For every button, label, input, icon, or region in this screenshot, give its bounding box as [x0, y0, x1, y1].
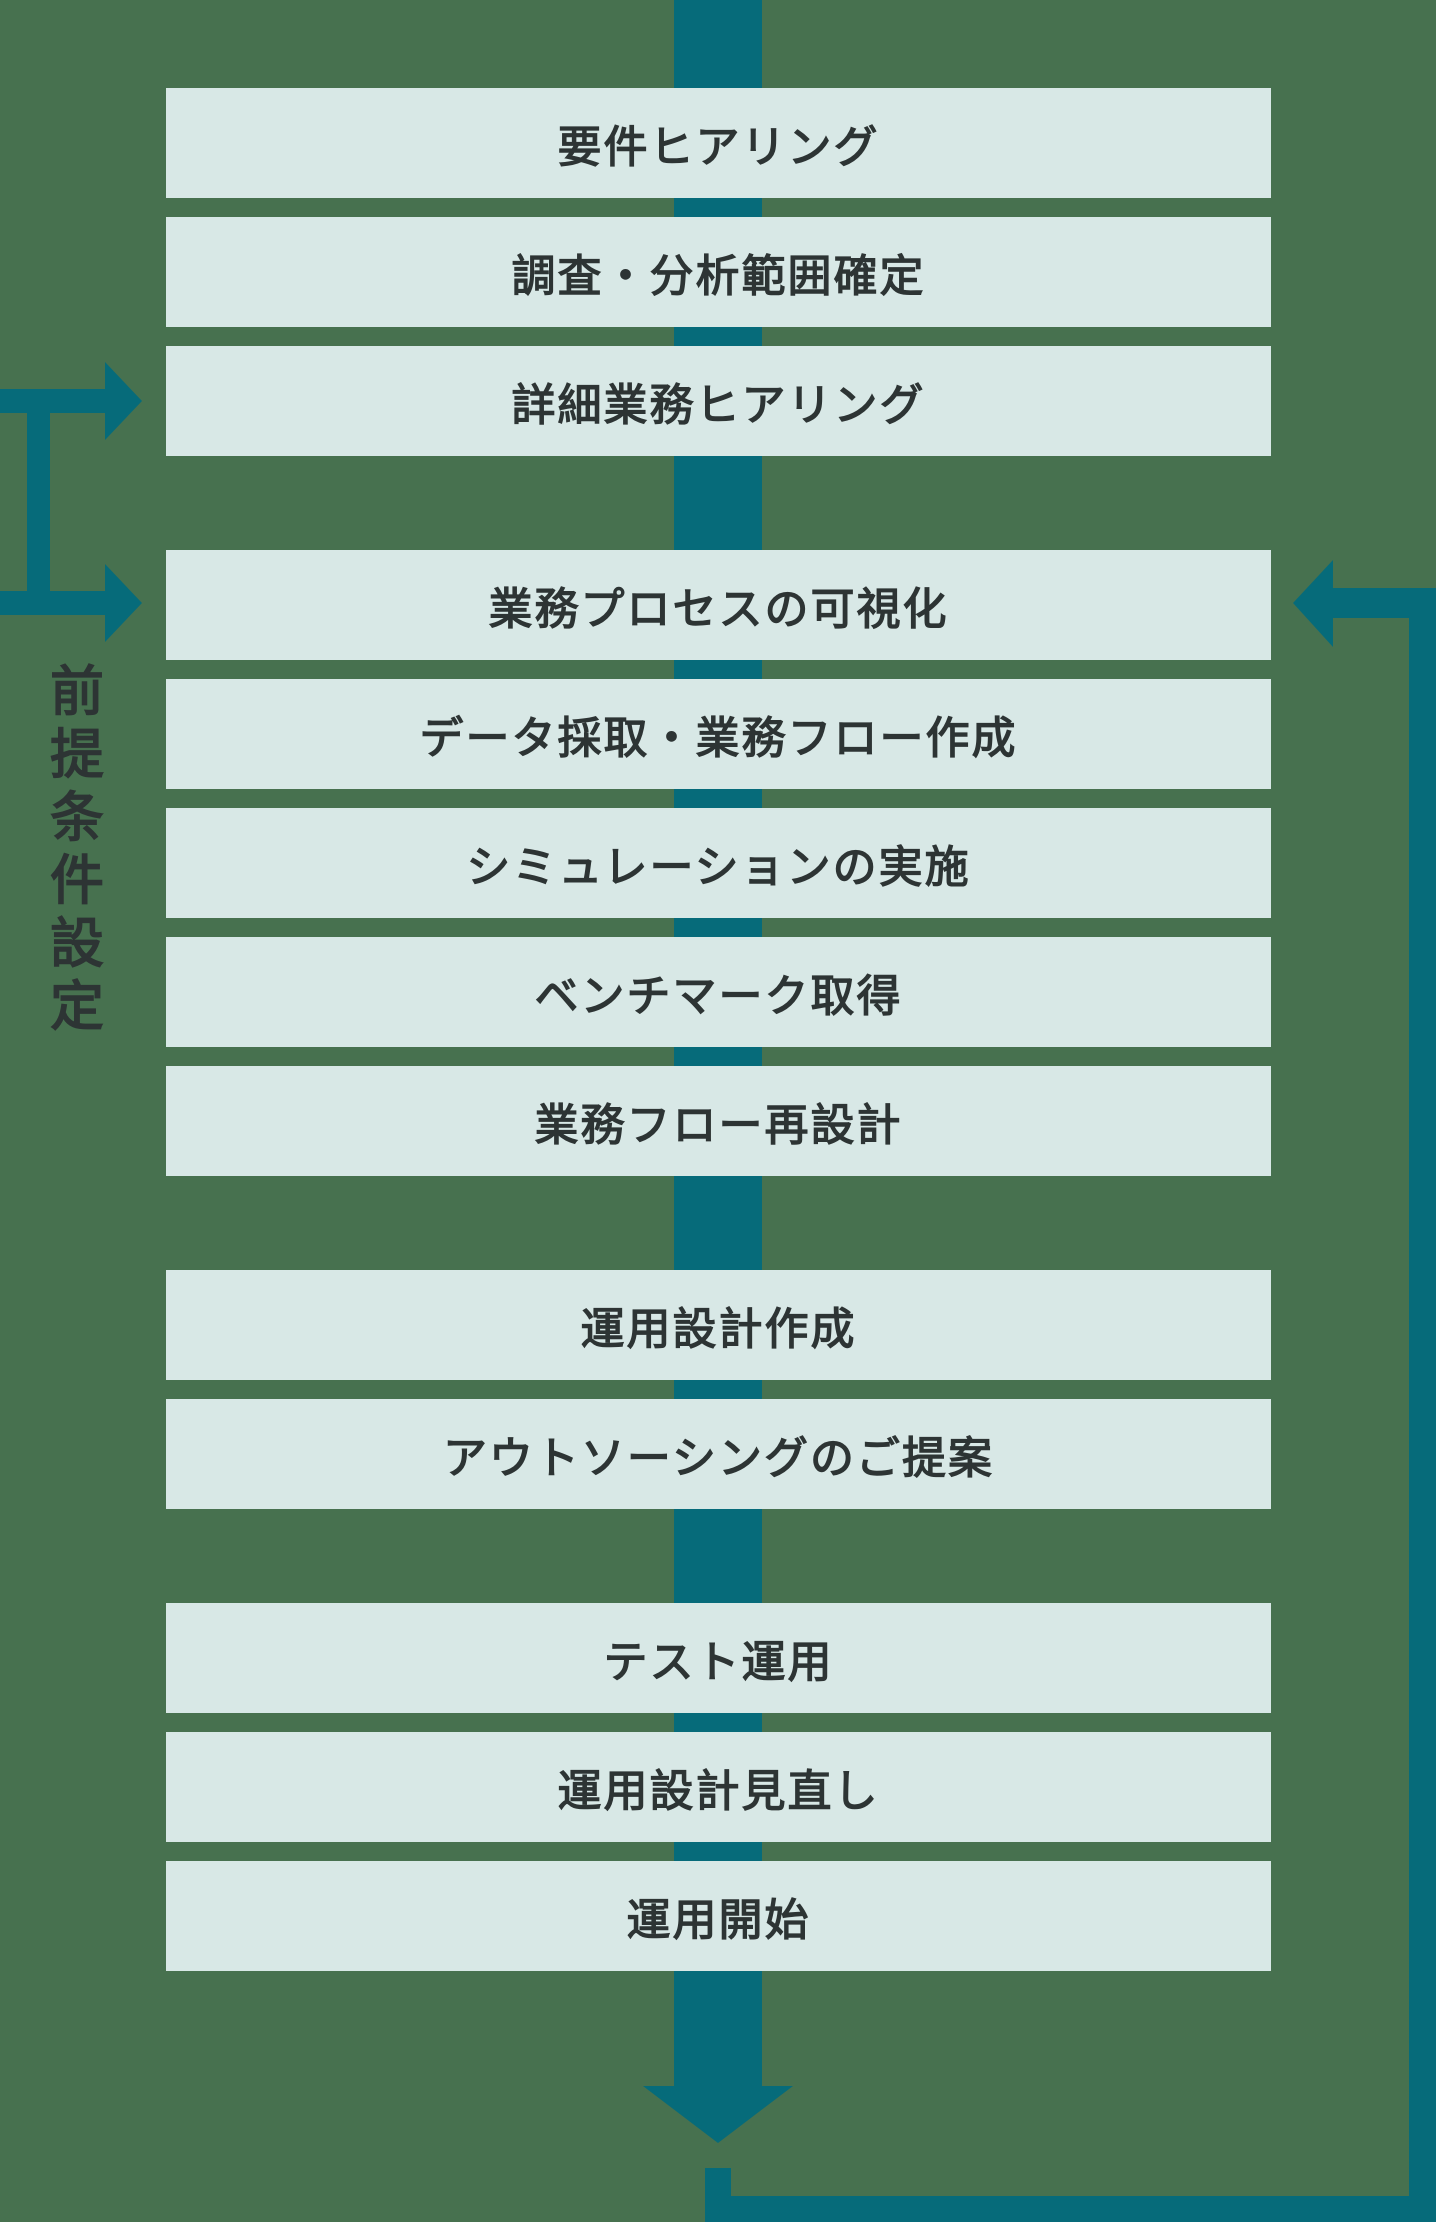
flow-box: 運用設計作成: [166, 1270, 1271, 1380]
feedback-loop-arrow-shaft: [1333, 588, 1436, 618]
feedback-loop-right-segment: [1409, 588, 1436, 2222]
flow-box: 業務プロセスの可視化: [166, 550, 1271, 660]
side-label-char: 件: [50, 851, 104, 911]
precondition-bracket-vertical: [27, 412, 50, 591]
precondition-arrow-bottom-shaft: [0, 591, 105, 615]
precondition-bottom-arrowhead-icon: [105, 564, 142, 642]
flow-box: 調査・分析範囲確定: [166, 217, 1271, 327]
flow-box: 運用設計見直し: [166, 1732, 1271, 1842]
flow-box: ベンチマーク取得: [166, 937, 1271, 1047]
side-label-char: 定: [50, 977, 104, 1037]
down-arrowhead-icon: [643, 2086, 793, 2143]
flow-box: アウトソーシングのご提案: [166, 1399, 1271, 1509]
side-label-char: 設: [50, 914, 104, 974]
side-label-char: 前: [50, 662, 104, 722]
flow-box: データ採取・業務フロー作成: [166, 679, 1271, 789]
side-label-precondition: 前提条件設定: [44, 661, 110, 1039]
feedback-loop-bottom-segment: [705, 2196, 1436, 2222]
side-label-char: 条: [50, 788, 104, 848]
flow-box: 要件ヒアリング: [166, 88, 1271, 198]
flow-box: テスト運用: [166, 1603, 1271, 1713]
flow-box: 業務フロー再設計: [166, 1066, 1271, 1176]
flow-box: 運用開始: [166, 1861, 1271, 1971]
flow-box: 詳細業務ヒアリング: [166, 346, 1271, 456]
feedback-left-arrowhead-icon: [1293, 560, 1333, 647]
side-label-char: 提: [50, 725, 104, 785]
precondition-top-arrowhead-icon: [105, 362, 142, 440]
precondition-arrow-top-shaft: [0, 389, 105, 413]
flow-box: シミュレーションの実施: [166, 808, 1271, 918]
